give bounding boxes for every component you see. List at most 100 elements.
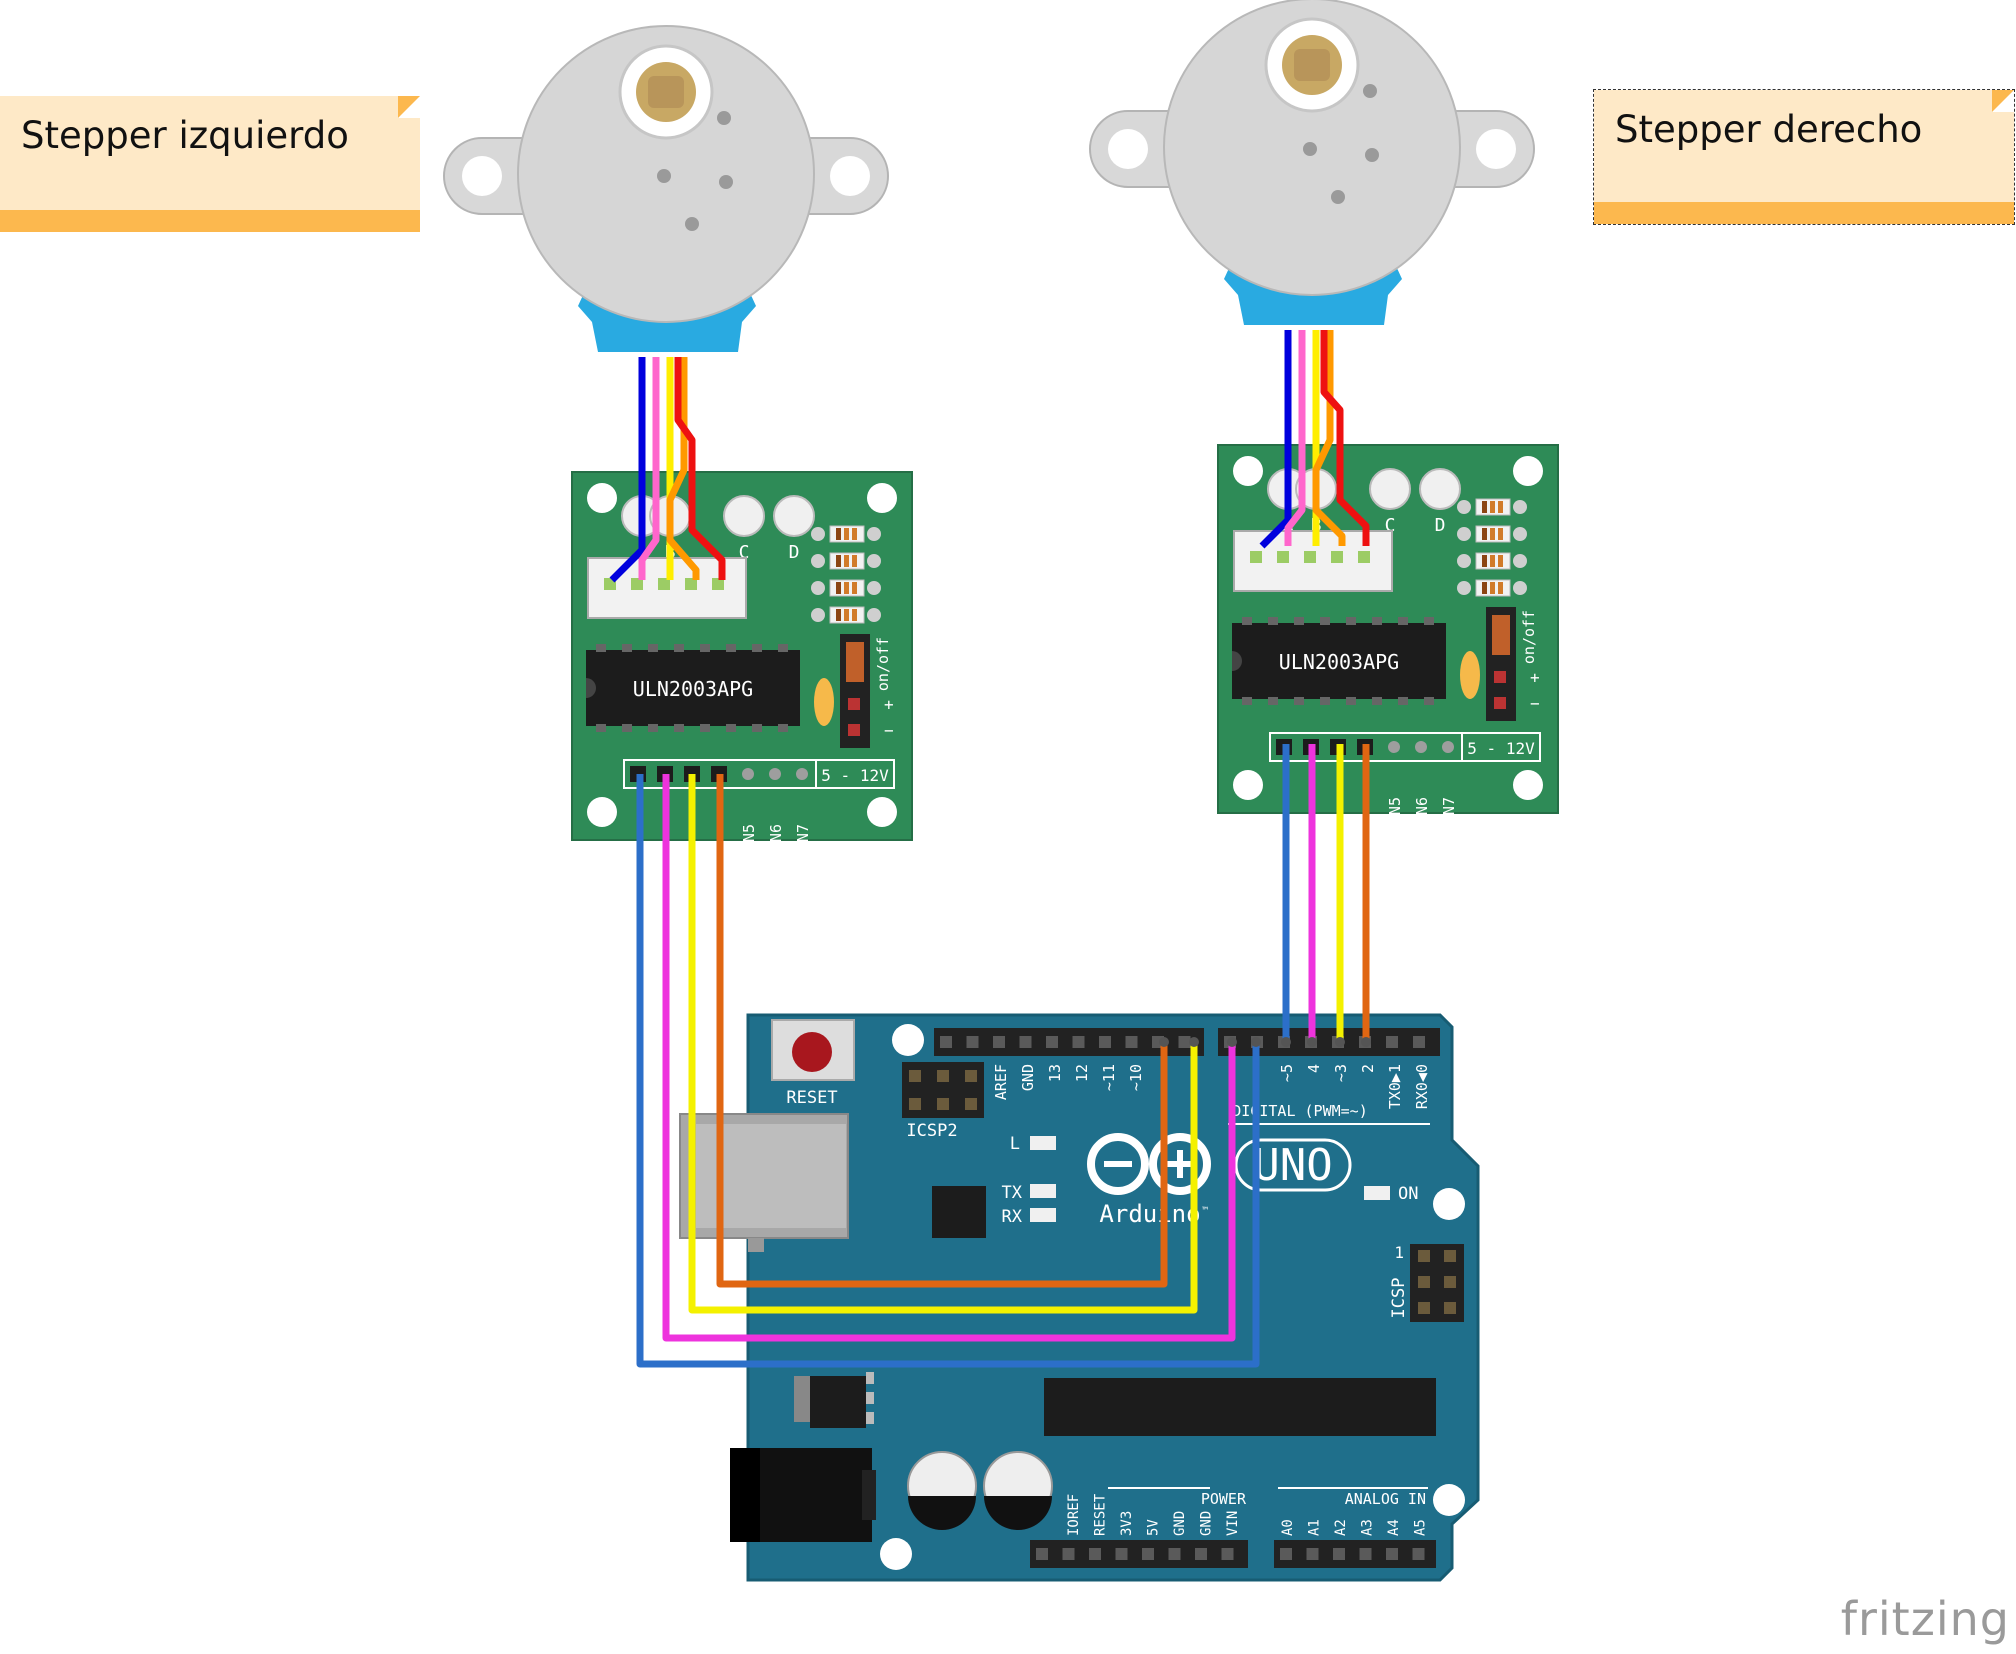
analog-header[interactable] [1274, 1540, 1436, 1568]
led-l-label: L [1010, 1134, 1020, 1154]
wire-left-in3 [688, 774, 1198, 1314]
voltage-regulator [794, 1372, 874, 1428]
header-pin[interactable] [1386, 1036, 1398, 1048]
reset-button[interactable] [771, 1019, 855, 1081]
power-label: POWER [1201, 1490, 1247, 1508]
header-pin[interactable] [1178, 1036, 1191, 1048]
pin-label: 5V [1146, 1519, 1162, 1536]
status-led [723, 495, 765, 537]
stepper-motor-left[interactable] [443, 25, 889, 352]
connector-pin [631, 578, 643, 590]
wire-left-in4 [716, 774, 1168, 1288]
wire-left-in1 [636, 774, 1260, 1368]
icsp-label: ICSP [1389, 1278, 1409, 1319]
header-pin[interactable] [1036, 1548, 1048, 1560]
connector-pin [658, 578, 670, 590]
header-pin[interactable] [1019, 1036, 1032, 1048]
uln2003-chip [1232, 623, 1446, 699]
reset-label: RESET [786, 1088, 837, 1108]
stepper-motor-right[interactable] [1089, 0, 1535, 325]
pin-label: ~5 [1278, 1064, 1296, 1082]
led-rx-label: RX [1002, 1207, 1023, 1227]
digital-header-high[interactable] [934, 1028, 1204, 1056]
note-stepper-left[interactable]: Stepper izquierdo [0, 96, 420, 232]
header-pin[interactable] [1221, 1548, 1234, 1560]
wire-endpoints [1159, 1037, 1371, 1047]
input-label: IN6 [1413, 797, 1431, 824]
mount-hole [1513, 770, 1543, 800]
header-pin[interactable] [1142, 1548, 1154, 1560]
connector-pin [712, 578, 724, 590]
header-pin[interactable] [1125, 1036, 1138, 1048]
header-pin[interactable] [1412, 1548, 1425, 1560]
pin-label: ~3 [1332, 1064, 1350, 1082]
capacitor [814, 678, 834, 726]
pin-label: A0 [1280, 1519, 1296, 1536]
mount-hole [587, 797, 617, 827]
capacitor [983, 1451, 1053, 1530]
header-pin[interactable] [1089, 1548, 1101, 1560]
header-pin[interactable] [1359, 1548, 1372, 1560]
header-pin[interactable] [1072, 1036, 1085, 1048]
note-stepper-right[interactable]: Stepper derecho [1593, 89, 2015, 225]
input-label: IN6 [767, 824, 785, 851]
header-pin[interactable] [966, 1036, 979, 1048]
minus-label: − [1530, 694, 1540, 713]
header-pin[interactable] [1115, 1548, 1128, 1560]
connector-pin [1250, 551, 1262, 563]
pin-label: ~10 [1127, 1064, 1145, 1091]
flange-hole [462, 156, 502, 196]
plus-label: + [884, 695, 894, 714]
wire-left-in2 [662, 774, 1236, 1342]
usb-connector [679, 1113, 849, 1252]
pin-label: RESET [1093, 1493, 1109, 1536]
flange-hole [830, 156, 870, 196]
mount-hole [1233, 456, 1263, 486]
digital-label: DIGITAL (PWM=~) [1232, 1102, 1367, 1120]
mount-hole [1513, 456, 1543, 486]
icsp-pin1-label: 1 [1394, 1243, 1404, 1262]
pin-label: 3V3 [1119, 1511, 1135, 1536]
pin-label: GND [1199, 1511, 1215, 1536]
pin-label: 4 [1305, 1064, 1323, 1073]
header-pin[interactable] [1168, 1548, 1181, 1560]
pin-label: A4 [1386, 1519, 1402, 1536]
header-pin[interactable] [1306, 1548, 1319, 1560]
header-pin[interactable] [1195, 1548, 1207, 1560]
connector-pin [1304, 551, 1316, 563]
status-led [773, 495, 815, 537]
voltage-label: 5 - 12V [821, 766, 889, 785]
pin-label: A5 [1413, 1519, 1429, 1536]
header-pin[interactable] [993, 1036, 1005, 1048]
mount-hole [892, 1024, 924, 1056]
header-pin[interactable] [1386, 1548, 1398, 1560]
minus-label: − [884, 721, 894, 740]
chip-label: ULN2003APG [1279, 650, 1399, 674]
plus-label: + [1530, 668, 1540, 687]
header-pin[interactable] [1413, 1036, 1425, 1048]
led-tx-label: TX [1002, 1183, 1023, 1203]
pin-label: TX0▶1 [1386, 1064, 1404, 1109]
power-header[interactable] [1030, 1540, 1248, 1568]
mount-hole [867, 483, 897, 513]
header-pin[interactable] [1333, 1548, 1345, 1560]
header-pin[interactable] [1280, 1548, 1292, 1560]
switch-label: on/off [1520, 610, 1538, 664]
pin-label: A3 [1360, 1519, 1376, 1536]
pin-label: RX0◀0 [1413, 1064, 1431, 1109]
pin-label: A1 [1307, 1519, 1323, 1536]
header-pin[interactable] [1046, 1036, 1058, 1048]
pin-label: GND [1172, 1511, 1188, 1536]
arduino-label: Arduino [1099, 1200, 1200, 1228]
header-pin[interactable] [1062, 1548, 1075, 1560]
led-label: D [1435, 515, 1446, 536]
header-pin[interactable] [940, 1036, 952, 1048]
pin-label: A2 [1333, 1519, 1349, 1536]
header-pin[interactable] [1099, 1036, 1111, 1048]
signal-wires [636, 744, 1370, 1368]
input-label: IN5 [1386, 797, 1404, 824]
